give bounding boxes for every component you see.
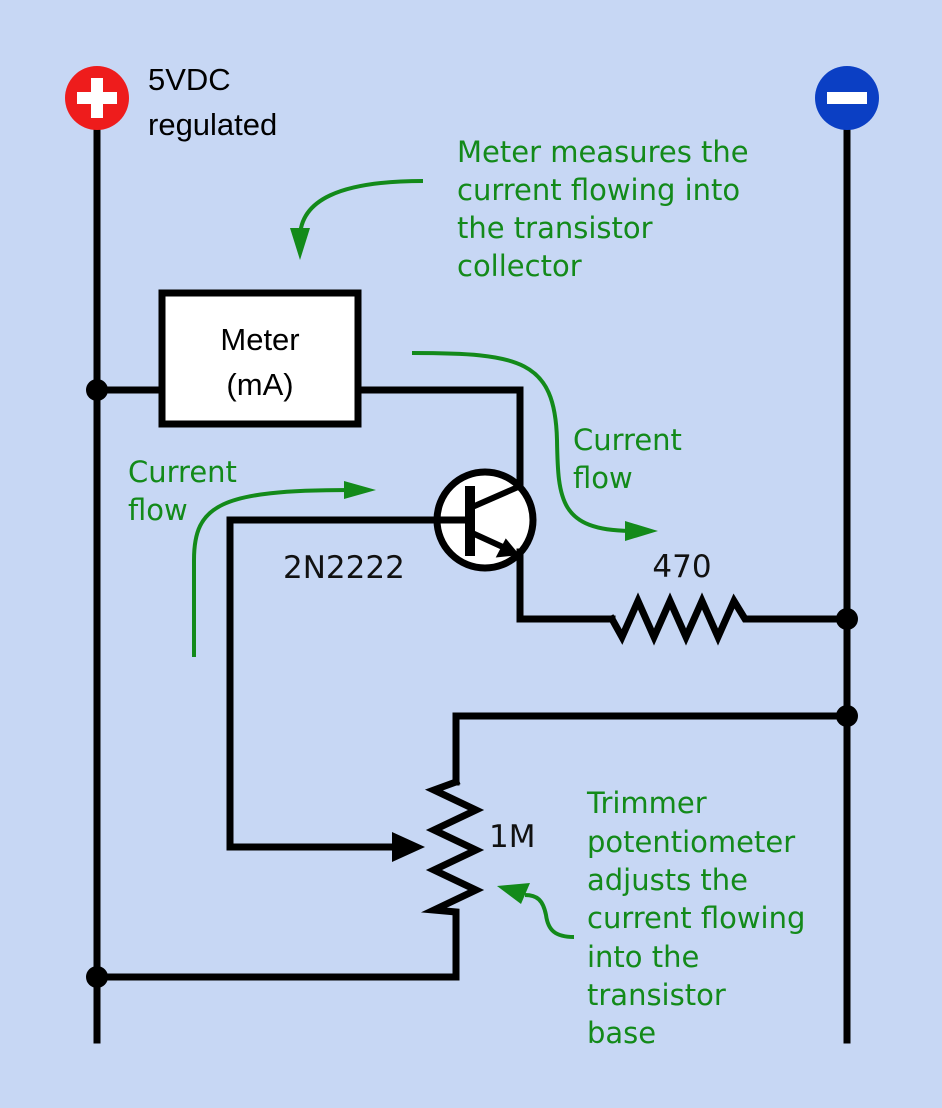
svg-text:Meter measures the: Meter measures the [457,135,749,169]
resistor-label: 470 [652,549,711,585]
svg-text:Current: Current [128,455,237,489]
svg-text:Current: Current [573,423,682,457]
pot-note: Trimmer potentiometer adjusts the curren… [586,786,805,1050]
base-flow-label: Current flow [128,455,237,527]
svg-text:flow: flow [573,461,633,495]
meter-unit: (mA) [226,367,293,402]
svg-text:current flowing into: current flowing into [457,173,740,207]
meter-label: Meter [220,322,299,357]
arrow-right-icon [625,521,658,541]
junction-dot [836,705,858,727]
junction-dot [86,966,108,988]
supply-label-line1: 5VDC [148,62,231,97]
meter-note: Meter measures the current flowing into … [457,135,749,283]
meter-box [158,289,362,428]
base-flow-arrow [192,488,351,657]
wire-base [226,516,404,851]
meter-note-arrow [298,179,424,239]
svg-text:transistor: transistor [587,978,726,1012]
negative-terminal [815,66,879,130]
junction-dot [836,608,858,630]
svg-text:Trimmer: Trimmer [586,786,707,820]
transistor-symbol [230,468,537,572]
wire-meter-to-collector [354,386,524,496]
supply-label-line2: regulated [148,107,277,142]
junction-dot [86,379,108,401]
svg-text:the transistor: the transistor [457,211,653,245]
pot-label: 1M [489,819,535,855]
svg-text:into the: into the [587,940,699,974]
svg-text:flow: flow [128,493,188,527]
arrow-right-icon [344,481,376,499]
potentiometer-1m [93,777,485,981]
wire-emitter [516,548,616,623]
positive-terminal [65,66,129,130]
svg-text:current flowing: current flowing [587,901,805,935]
collector-flow-label: Current flow [573,423,682,495]
pot-note-arrow [524,893,575,939]
resistor-470 [607,592,851,646]
arrow-up-left-icon [497,883,530,904]
wire-pot-top [452,712,851,786]
svg-text:adjusts the: adjusts the [587,863,748,897]
arrow-down-icon [290,228,310,260]
collector-flow-arrow [411,351,631,533]
svg-text:potentiometer: potentiometer [587,825,795,859]
svg-text:collector: collector [457,249,582,283]
svg-text:base: base [587,1016,656,1050]
wiper-arrow-icon [392,832,425,862]
transistor-label: 2N2222 [283,550,405,586]
